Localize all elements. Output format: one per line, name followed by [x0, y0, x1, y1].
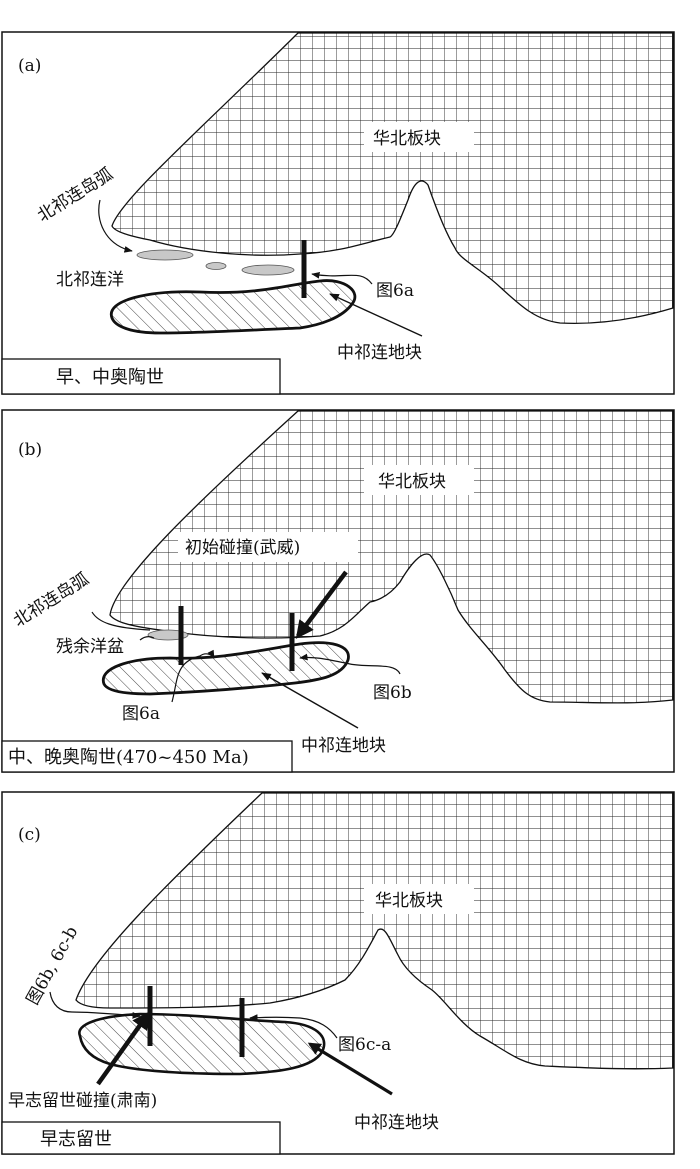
block-leader-a — [329, 293, 423, 337]
panel-a-frame — [1, 31, 675, 395]
middle-qilian-block-a — [109, 279, 357, 335]
north-china-plate-c — [75, 792, 674, 1070]
plate-label-bg-c — [364, 884, 474, 914]
panel-a: 华北板块 (a) 北祁连岛弧 北祁连洋 图6a 中祁连地块 早、中奥陶世 — [1, 31, 675, 395]
panel-c: 华北板块 (c) 图6b, 6c-b 图6c-a 早志留世碰撞(肃南) 中祁连地… — [1, 791, 675, 1155]
arc-leader-b — [91, 611, 151, 631]
plate-label-b: 华北板块 — [378, 472, 446, 492]
basin-label-b: 残余洋盆 — [56, 637, 124, 657]
block-label-b: 中祁连地块 — [301, 736, 386, 756]
arc-label-a: 北祁连岛弧 — [34, 164, 117, 226]
age-box-c — [1, 1121, 281, 1155]
remnant-basin-b — [147, 629, 189, 641]
block-label-c: 中祁连地块 — [354, 1113, 439, 1133]
panel-c-frame — [1, 791, 675, 1155]
basin-leader-b — [139, 636, 155, 641]
age-label-b: 中、晚奥陶世(470~450 Ma) — [8, 747, 249, 768]
plate-label-bg-a — [364, 122, 474, 152]
age-label-c: 早志留世 — [40, 1129, 112, 1150]
plate-label-a: 华北板块 — [373, 129, 441, 149]
north-china-plate-b — [109, 410, 674, 704]
collision-label-b: 初始碰撞(武威) — [185, 538, 300, 558]
middle-qilian-block-b — [101, 641, 350, 696]
panel-label-b: (b) — [18, 440, 42, 460]
ref1-leader-b — [171, 649, 215, 703]
ref2-label-c: 图6c-a — [338, 1035, 391, 1055]
ref1-leader-c — [49, 991, 141, 1019]
arc-island-a3 — [241, 264, 295, 276]
block-leader-c — [307, 1042, 393, 1096]
age-box-a — [1, 358, 281, 395]
arc-island-a2 — [205, 262, 227, 270]
north-china-plate-a — [111, 32, 674, 324]
collision-arrow-c — [96, 1011, 151, 1086]
panel-b: 华北板块 (b) 初始碰撞(武威) 北祁连岛弧 残余洋盆 图6a 图6b 中祁连… — [1, 409, 675, 773]
panel-label-a: (a) — [18, 56, 41, 76]
arc-leader-a — [98, 199, 133, 253]
ref2-label-b: 图6b — [373, 683, 412, 703]
ref-label-a: 图6a — [376, 281, 414, 301]
collision-label-bg-b — [178, 532, 358, 562]
collision-label-c: 早志留世碰撞(肃南) — [8, 1091, 157, 1111]
ref1-label-b: 图6a — [122, 704, 160, 724]
ref1-label-c: 图6b, 6c-b — [23, 923, 82, 1008]
collision-arrow-b — [295, 570, 348, 639]
ref-leader-a — [311, 272, 373, 285]
middle-qilian-block-c — [78, 1012, 326, 1076]
age-label-a: 早、中奥陶世 — [56, 367, 164, 388]
plate-label-c: 华北板块 — [375, 891, 443, 911]
ref2-leader-c — [249, 1014, 338, 1039]
age-box-b — [1, 740, 293, 773]
arc-label-b: 北祁连岛弧 — [10, 569, 93, 631]
panel-label-c: (c) — [18, 825, 41, 845]
plate-label-bg-b — [364, 465, 474, 495]
ocean-label-a: 北祁连洋 — [56, 270, 124, 290]
block-label-a: 中祁连地块 — [337, 343, 422, 363]
arc-island-a1 — [136, 249, 194, 261]
ref2-leader-b — [299, 653, 401, 675]
block-leader-b — [261, 672, 359, 729]
panel-b-frame — [1, 409, 675, 773]
